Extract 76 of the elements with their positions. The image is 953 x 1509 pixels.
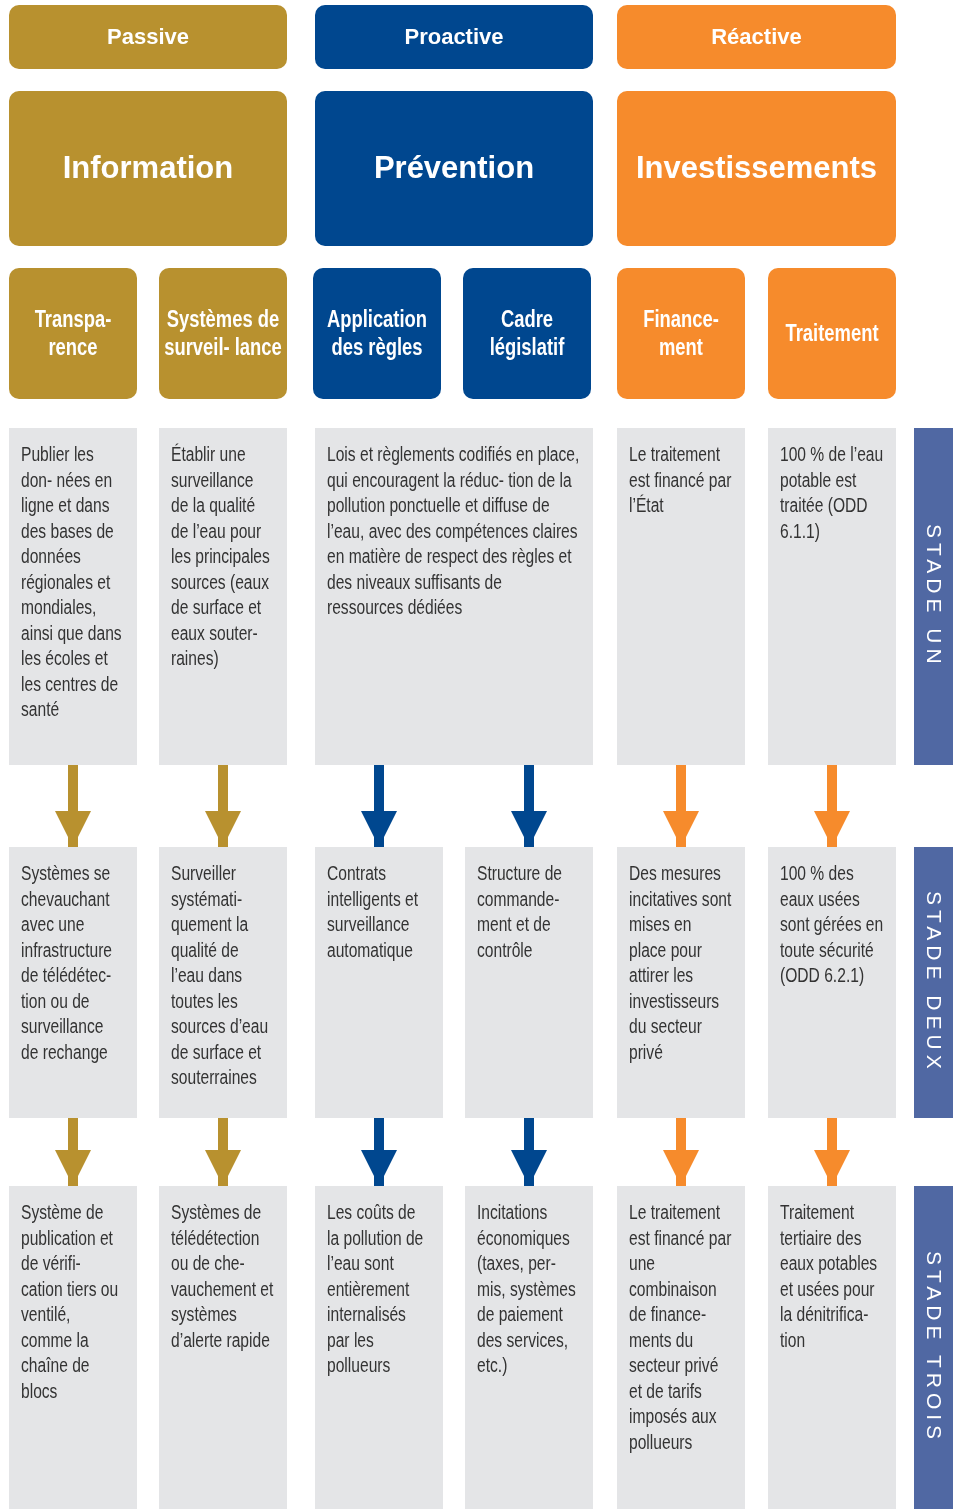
subcategory-box (9, 268, 137, 399)
description-card (617, 847, 745, 1118)
arrow (361, 1118, 397, 1186)
description-text: Publier les don- nées en ligne et dans des bases de données régionales et mondiales, ainsi que dans les écoles et les centres de santé (21, 442, 123, 722)
category-header (9, 5, 287, 69)
description-card (159, 428, 287, 765)
category-title: Prévention (372, 149, 536, 187)
description-card (9, 428, 137, 765)
arrow (511, 765, 547, 847)
description-text: Surveiller systémati- quement la qualité de l’eau dans toutes les sources d’eau de surface et souterraines (171, 861, 270, 1090)
description-text: Le traitement est financé par une combinaison de finance- ments du secteur privé et de tarifs imposés aux pollueurs (629, 1200, 733, 1455)
description-text: Systèmes se chevauchant avec une infrastructure de télédétec- tion ou de surveillance de rechange (21, 861, 114, 1065)
description-card (768, 1186, 896, 1509)
description-card (159, 847, 287, 1118)
description-text: Lois et règlements codifiés en place, qui encouragent la réduc- tion de la pollution ponctuelle et diffuse de l’eau, avec des compétences claires en matière de respect des règles et des niveaux suffisants de ressources dédiées (327, 442, 581, 620)
arrow (663, 1118, 699, 1186)
description-text: Établir une surveillance de la qualité de l’eau pour les principales sources (eaux de surface et eaux souter- raines) (171, 442, 271, 671)
description-card (465, 1186, 593, 1509)
category-header (315, 5, 593, 69)
category-box (9, 91, 287, 246)
arrow (205, 1118, 241, 1186)
description-text: Incitations économiques (taxes, per- mis, systèmes de paiement des services, etc.) (477, 1200, 577, 1378)
arrow (663, 765, 699, 847)
description-card (159, 1186, 287, 1509)
subcategory-text: Transpa- rence (33, 304, 113, 362)
category-box (315, 91, 593, 246)
description-card (617, 1186, 745, 1509)
description-text: Traitement tertiaire des eaux potables et usées pour la dénitrifica- tion (780, 1200, 879, 1353)
description-text: Les coûts de la pollution de l’eau sont entièrement internalisés par les pollueurs (327, 1200, 425, 1378)
header-text: Proactive (403, 23, 505, 51)
description-text: Contrats intelligents et surveillance automatique (327, 861, 420, 963)
description-card (9, 1186, 137, 1509)
stage-band (914, 847, 953, 1118)
category-title: Investissements (634, 149, 879, 187)
subcategory-text: Application des règles (325, 304, 429, 362)
subcategory-box (768, 268, 896, 399)
arrow (55, 765, 91, 847)
subcategory-text: Finance- ment (642, 304, 720, 362)
description-card (9, 847, 137, 1118)
description-text: Système de publication et de vérifi- cation tiers ou ventilé, comme la chaîne de blocs (21, 1200, 120, 1404)
subcategory-box (159, 268, 287, 399)
subcategory-box (617, 268, 745, 399)
description-card (465, 847, 593, 1118)
description-text: 100 % de l’eau potable est traitée (ODD 6.1.1) (780, 442, 884, 544)
description-text: Systèmes de télédétection ou de che- vauchement et systèmes d’alerte rapide (171, 1200, 275, 1353)
subcategory-box (313, 268, 441, 399)
stage-band (914, 1186, 953, 1509)
arrow (361, 765, 397, 847)
stage-label: STADE TROIS (921, 1251, 946, 1445)
stage-label: STADE UN (921, 524, 946, 669)
description-text: Le traitement est financé par l’État (629, 442, 733, 518)
description-text: Des mesures incitatives sont mises en place pour attirer les investisseurs du secteur privé (629, 861, 733, 1065)
arrow (511, 1118, 547, 1186)
description-text: 100 % des eaux usées sont gérées en toute sécurité (ODD 6.2.1) (780, 861, 884, 988)
stage-label: STADE DEUX (921, 891, 946, 1074)
description-card (315, 847, 443, 1118)
arrow (55, 1118, 91, 1186)
category-title: Information (61, 149, 235, 187)
description-card (315, 428, 593, 765)
arrow (814, 765, 850, 847)
subcategory-box (463, 268, 591, 399)
header-text: Passive (106, 23, 190, 51)
category-header (617, 5, 896, 69)
subcategory-text: Traitement (784, 319, 880, 348)
subcategory-text: Cadre législatif (488, 304, 566, 362)
header-text: Réactive (710, 23, 803, 51)
description-card (617, 428, 745, 765)
description-card (768, 428, 896, 765)
description-card (768, 847, 896, 1118)
description-text: Structure de commande- ment et de contrôle (477, 861, 563, 963)
stage-band (914, 428, 953, 765)
arrow (814, 1118, 850, 1186)
description-card (315, 1186, 443, 1509)
arrow (205, 765, 241, 847)
subcategory-text: Systèmes de surveil- lance (164, 304, 282, 362)
category-box (617, 91, 896, 246)
